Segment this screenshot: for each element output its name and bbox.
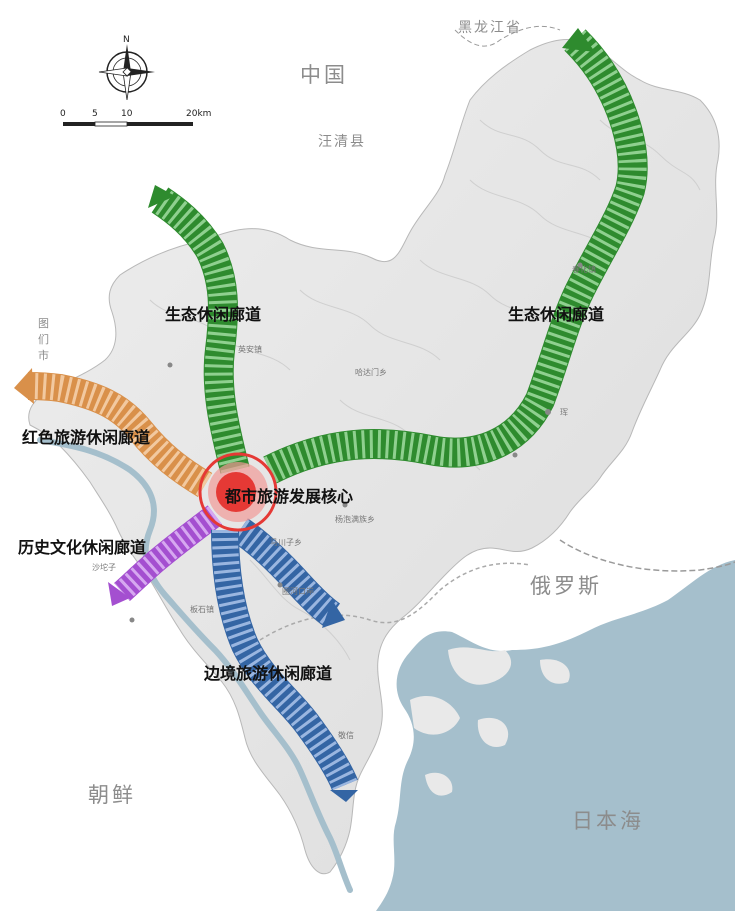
- scale-tick-20: 20km: [186, 109, 211, 119]
- core-ring-outer: [198, 452, 278, 532]
- eco-corridor-east-stripes: [263, 30, 647, 483]
- border-line: [559, 539, 735, 572]
- label-madida: 马川子乡: [270, 538, 302, 547]
- label-hadamen: 哈达门乡: [355, 367, 387, 377]
- label-china: 中国: [300, 63, 348, 87]
- label-korea: 朝鲜: [88, 783, 136, 807]
- label-heilongjiang: 黑龙江省: [458, 20, 522, 36]
- border-corridor-east-stripes: [232, 519, 340, 626]
- label-history-corridor: 历史文化休闲廊道: [18, 538, 146, 557]
- coastal-land-3: [425, 772, 453, 796]
- scale-bar: 0 5 10 20km: [60, 109, 211, 127]
- history-corridor-arrow: [108, 582, 130, 606]
- label-shalu: 沙坨子: [92, 562, 116, 572]
- coastal-land-2: [410, 696, 460, 735]
- label-border-corridor: 边境旅游休闲廊道: [203, 664, 332, 683]
- scale-tick-0: 0: [60, 109, 66, 119]
- label-eco-east: 生态休闲廊道: [508, 305, 604, 324]
- eco-corridor-east-arrow: [562, 28, 595, 52]
- town-markers: [129, 262, 583, 623]
- compass-north: N: [123, 35, 130, 45]
- compass-rose: N: [98, 35, 155, 101]
- label-quanhe: 圈河口岸: [282, 586, 314, 596]
- red-corridor-arrow: [14, 368, 34, 404]
- label-hunchun: 珲: [560, 408, 568, 417]
- border-corridor-south-arrow: [330, 790, 358, 802]
- boundary-line-north: [454, 25, 561, 47]
- coastal-land-5: [540, 659, 570, 684]
- scale-tick-10: 10: [121, 109, 133, 119]
- red-corridor-stripes: [27, 373, 212, 497]
- tumen-river: [37, 437, 353, 893]
- label-yingan: 英安镇: [238, 344, 262, 354]
- label-eco-west: 生态休闲廊道: [165, 305, 261, 324]
- coastal-land-1: [448, 647, 512, 685]
- border-corridor-east-arrow: [322, 600, 345, 628]
- eco-corridor-west-stripes: [152, 188, 249, 474]
- label-core: 都市旅游发展核心: [224, 487, 353, 506]
- history-corridor: [114, 505, 223, 602]
- eco-corridor-west-arrow: [148, 185, 175, 208]
- coastal-land-4: [477, 717, 509, 748]
- label-sea: 日本海: [572, 809, 644, 833]
- label-jingxin: 敬信: [338, 730, 354, 740]
- scale-tick-5: 5: [92, 109, 98, 119]
- label-red-corridor: 红色旅游休闲廊道: [22, 428, 150, 447]
- label-tumen-1: 图: [38, 317, 49, 330]
- label-russia: 俄罗斯: [530, 574, 602, 598]
- label-tumen-2: 们: [38, 332, 49, 346]
- label-banshi: 板石镇: [190, 604, 214, 614]
- border-corridor-south-stripes: [212, 529, 358, 791]
- label-yangpao: 杨泡满族乡: [335, 514, 375, 524]
- core-dot: [216, 472, 256, 512]
- label-tumen-3: 市: [38, 348, 49, 362]
- label-chunhua: 春化镇: [572, 264, 596, 274]
- label-wangqing: 汪清县: [318, 134, 366, 150]
